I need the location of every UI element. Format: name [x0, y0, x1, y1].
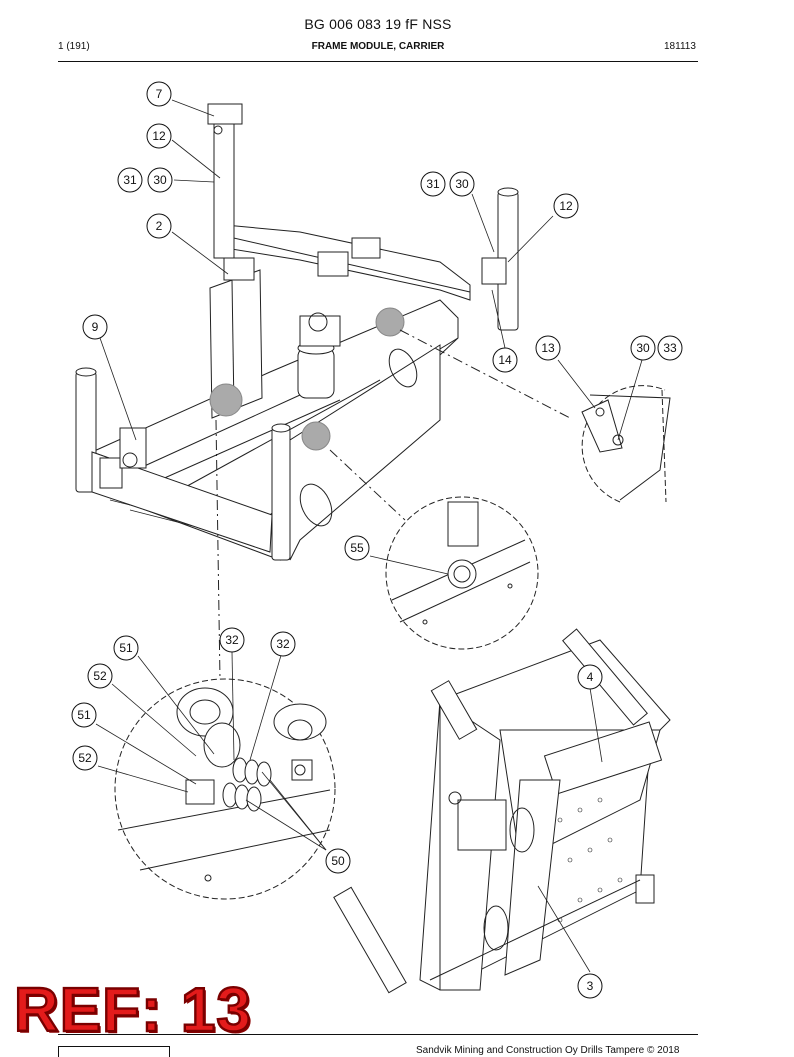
detail-view-55 — [329, 449, 539, 650]
callout-13: 13 — [535, 335, 561, 361]
callout-30: 30 — [147, 167, 173, 193]
callout-31: 31 — [117, 167, 143, 193]
callout-balloons: 7 12 31 30 31 30 12 2 9 13 30 33 14 55 5… — [71, 81, 683, 999]
callout-52: 52 — [87, 663, 113, 689]
callout-30: 30 — [630, 335, 656, 361]
svg-text:31: 31 — [123, 173, 137, 187]
svg-text:32: 32 — [276, 637, 290, 651]
company-logo — [58, 1046, 170, 1057]
footer-divider — [58, 1034, 698, 1035]
svg-text:30: 30 — [153, 173, 167, 187]
svg-text:4: 4 — [587, 670, 594, 684]
svg-text:52: 52 — [78, 751, 92, 765]
callout-30: 30 — [449, 171, 475, 197]
svg-text:55: 55 — [350, 541, 364, 555]
callout-7: 7 — [146, 81, 172, 107]
document-id: BG 006 083 19 fF NSS — [304, 16, 452, 32]
svg-text:12: 12 — [559, 199, 573, 213]
svg-text:33: 33 — [663, 341, 677, 355]
callout-51: 51 — [71, 702, 97, 728]
svg-text:32: 32 — [225, 633, 239, 647]
svg-text:50: 50 — [331, 854, 345, 868]
leader-lines — [95, 99, 643, 973]
svg-text:30: 30 — [636, 341, 650, 355]
svg-text:12: 12 — [152, 129, 166, 143]
svg-text:51: 51 — [77, 708, 91, 722]
svg-text:31: 31 — [426, 177, 440, 191]
svg-text:9: 9 — [92, 320, 99, 334]
callout-32: 32 — [270, 631, 296, 657]
carrier-frame-rotated — [333, 628, 671, 994]
callout-14: 14 — [492, 347, 518, 373]
callout-12: 12 — [146, 123, 172, 149]
callout-9: 9 — [82, 314, 108, 340]
callout-51: 51 — [113, 635, 139, 661]
svg-text:7: 7 — [156, 87, 163, 101]
callout-52: 52 — [72, 745, 98, 771]
callout-12: 12 — [553, 193, 579, 219]
reference-stamp: REF: 13 — [13, 976, 252, 1045]
svg-text:30: 30 — [455, 177, 469, 191]
svg-text:13: 13 — [541, 341, 555, 355]
footer-copyright: Sandvik Mining and Construction Oy Drill… — [416, 1045, 680, 1056]
page-title: FRAME MODULE, CARRIER — [311, 41, 445, 52]
svg-text:51: 51 — [119, 641, 133, 655]
callout-3: 3 — [577, 973, 603, 999]
callout-32: 32 — [219, 627, 245, 653]
svg-text:3: 3 — [587, 979, 594, 993]
page-number: 1 (191) — [58, 41, 90, 52]
svg-text:14: 14 — [498, 353, 512, 367]
callout-55: 55 — [344, 535, 370, 561]
callout-2: 2 — [146, 213, 172, 239]
callout-4: 4 — [577, 664, 603, 690]
carrier-frame-assembly — [75, 103, 519, 561]
callout-31: 31 — [420, 171, 446, 197]
detail-view-50 — [114, 419, 336, 900]
detail-view-13 — [399, 329, 671, 503]
revision-date: 181113 — [664, 41, 696, 52]
svg-text:2: 2 — [156, 219, 163, 233]
svg-text:52: 52 — [93, 669, 107, 683]
header-divider — [58, 61, 698, 62]
callout-50: 50 — [325, 848, 351, 874]
callout-33: 33 — [657, 335, 683, 361]
